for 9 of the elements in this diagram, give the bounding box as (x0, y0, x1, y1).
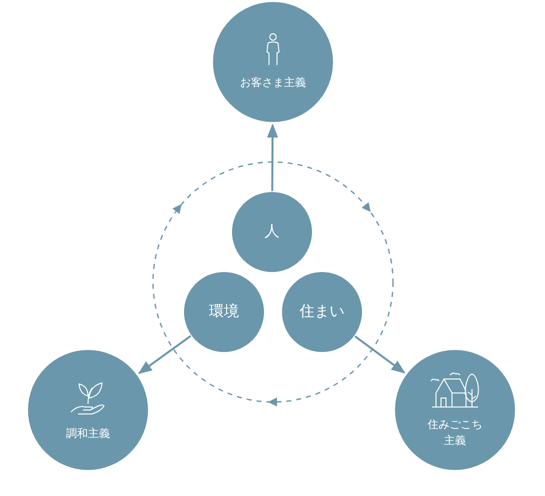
node-label: 人 (264, 222, 280, 242)
node-label: 環境 (209, 302, 239, 322)
arrow (266, 124, 278, 191)
node-label: 住みごこち主義 (426, 418, 484, 449)
node-label: 住まい (300, 302, 344, 322)
arrow (354, 336, 406, 374)
node-label: 調和主義 (66, 426, 110, 442)
node-label: お客さま主義 (240, 76, 306, 91)
arrow (138, 335, 192, 374)
